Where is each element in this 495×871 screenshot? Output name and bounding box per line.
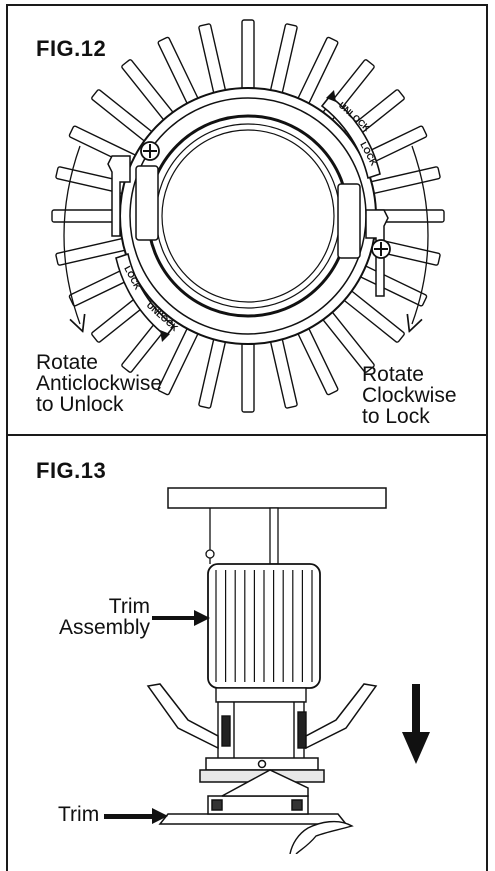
clockwise-arrow-icon	[412, 145, 429, 324]
screw-left	[140, 141, 160, 161]
panel-border-tail-right	[486, 852, 488, 871]
safety-cable	[205, 508, 215, 564]
heat-sink-body	[207, 563, 321, 689]
trim-assembly-arrow-icon	[152, 610, 210, 626]
heat-sink-fin	[269, 23, 298, 97]
heat-sink-fin	[198, 23, 227, 97]
unlock-caption: Rotate Anticlockwise to Unlock	[36, 352, 162, 415]
left-mounting-bracket	[107, 155, 159, 241]
lock-caption-line-1: Rotate	[362, 363, 424, 386]
figure-13-title: FIG.13	[36, 458, 107, 483]
trim-piece	[158, 769, 348, 825]
clip-bottom-arrow-icon	[160, 330, 170, 342]
panel-border-tail-left	[6, 852, 8, 871]
driver-housing	[215, 687, 307, 761]
heat-sink-fin	[157, 36, 200, 107]
anticlockwise-arrow-icon	[63, 145, 80, 324]
heat-sink-fin	[241, 19, 255, 93]
right-spring-clip	[305, 683, 378, 750]
unlock-caption-line-3: to Unlock	[36, 393, 124, 416]
lock-caption-line-3: to Lock	[362, 405, 430, 428]
clip-top-right	[320, 94, 381, 180]
trim-arrow-icon	[104, 808, 168, 824]
trim-assembly-caption: Trim Assembly	[46, 596, 150, 638]
trim-installation-diagram	[104, 487, 430, 854]
trim-rotation-diagram: UNLOCK LOCK LOCK UNLOCK	[51, 19, 445, 413]
figure-12-panel: FIG.12	[6, 4, 488, 436]
heat-sink-fin	[357, 264, 428, 307]
unlock-caption-line-1: Rotate	[36, 351, 98, 374]
ceiling-bar	[167, 487, 387, 509]
down-arrow-icon	[402, 684, 430, 764]
trim-ring-inner	[161, 129, 335, 303]
trim-assembly-caption-line-1: Trim	[108, 595, 150, 618]
trim-caption: Trim	[58, 803, 100, 826]
unlock-caption-line-2: Anticlockwise	[36, 372, 163, 395]
heat-sink-fin	[198, 335, 227, 409]
figure-13-panel: FIG.13	[6, 434, 488, 854]
heat-sink-fin	[269, 335, 298, 409]
screw-right	[371, 239, 391, 259]
hand-icon	[289, 820, 354, 854]
hanger-rod	[269, 507, 279, 565]
trim-assembly-caption-line-2: Assembly	[58, 616, 150, 639]
heat-sink-fin	[296, 325, 339, 396]
heat-sink-fin	[241, 339, 255, 413]
clip-bottom-left	[115, 252, 176, 338]
figure-12-title: FIG.12	[36, 36, 107, 61]
lock-caption-line-2: Clockwise	[362, 384, 457, 407]
left-spring-clip	[146, 683, 219, 750]
clip-top-arrow-icon	[326, 90, 336, 102]
lock-caption: Rotate Clockwise to Lock	[362, 364, 457, 427]
